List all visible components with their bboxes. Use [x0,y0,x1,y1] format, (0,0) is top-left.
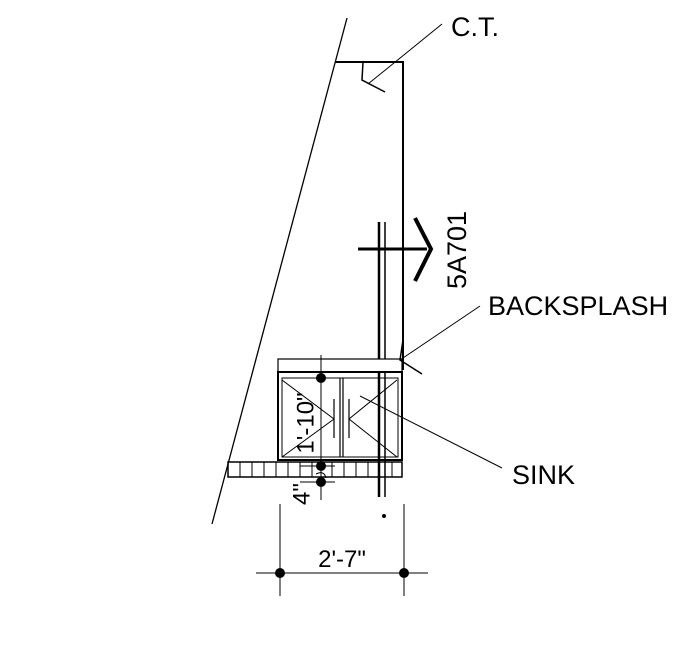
sink-cabinet [277,371,403,461]
sink-label: SINK [512,460,575,490]
dimension-height-label: 1'-10" [293,392,320,453]
backsplash-label: BACKSPLASH [488,291,668,321]
dimension-dot [316,373,326,383]
ct-break-mark [361,61,386,93]
backsplash [277,358,403,373]
dimension-dot [275,568,285,578]
ct-leader [367,23,443,85]
sloped-wall-line [211,17,348,525]
dimension-dot [399,568,409,578]
dimension-width-label: 2'-7" [318,546,366,573]
section-arrow-icon [413,217,434,282]
tile-joints [239,462,393,477]
dimension-arc [315,472,327,479]
dimension-toe-label: 4" [289,483,316,505]
dimension-dot [316,477,326,487]
counter-top-outline [335,61,404,370]
door-swing-right [348,379,398,458]
floor-tile-strip [227,461,403,478]
backsplash-leader [399,305,481,361]
dimension-dot [316,461,326,471]
section-ref-label: 5A701 [442,211,472,289]
sink-leader [359,395,503,469]
ct-label: C.T. [451,12,499,42]
reference-dot [382,514,386,518]
